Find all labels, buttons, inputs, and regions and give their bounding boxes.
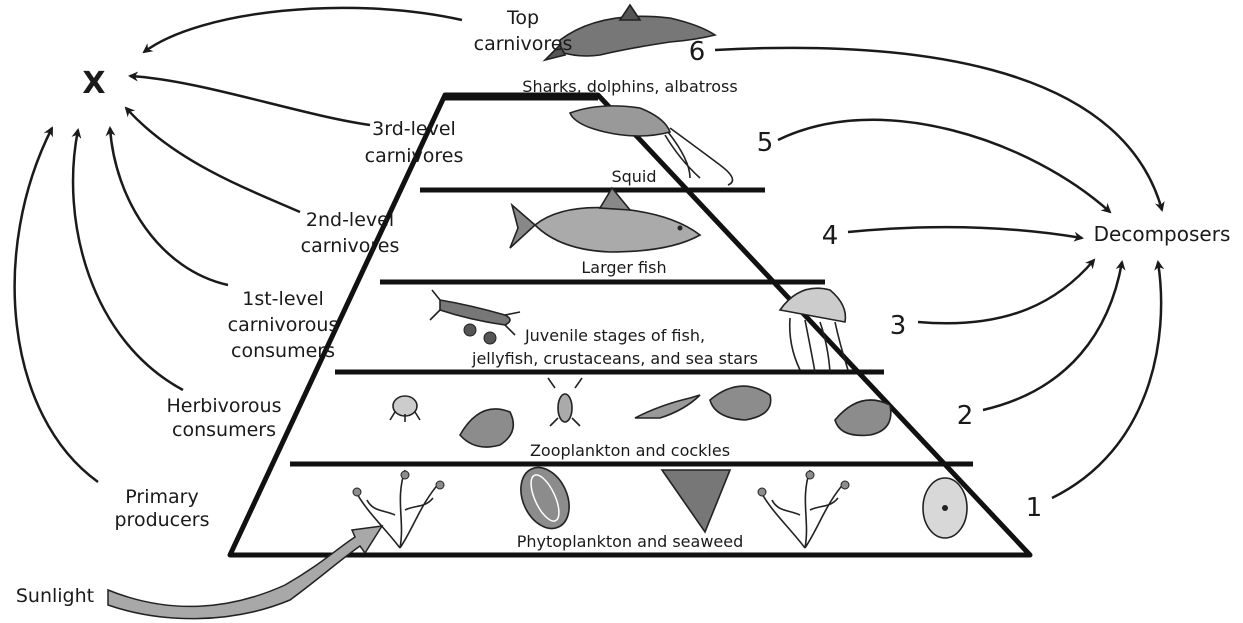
decomposers-label: Decomposers (1094, 222, 1231, 246)
arrow-icon (130, 76, 370, 125)
arrow-icon (110, 128, 228, 285)
arrow-icon (848, 227, 1082, 238)
level-number-6: 6 (689, 37, 706, 67)
tier-label-2: Zooplankton and cockles (530, 441, 730, 460)
side-label-5-line-2: carnivores (365, 145, 464, 167)
arrow-icon (715, 48, 1162, 210)
level-number-1: 1 (1026, 493, 1043, 523)
level-number-5: 5 (757, 128, 774, 158)
side-label-3-line-2: carnivorous (228, 314, 339, 336)
side-label-2-line-1: Herbivorous (167, 395, 282, 417)
x-label: X (82, 66, 105, 101)
side-label-1-line-2: producers (114, 509, 209, 531)
arrow-icon (144, 8, 462, 52)
level-number-3: 3 (890, 311, 907, 341)
arrow-icon (73, 130, 183, 390)
tier-label-5: Squid (611, 167, 656, 186)
tier-label-3-line-2: jellyfish, crustaceans, and sea stars (471, 349, 758, 368)
pyramid (230, 95, 1030, 555)
side-label-3-line-3: consumers (231, 340, 335, 362)
tier-label-6: Sharks, dolphins, albatross (522, 77, 737, 96)
arrow-icon (918, 260, 1094, 323)
side-label-6-line-2: carnivores (474, 33, 573, 55)
arrow-icon (1052, 262, 1161, 498)
side-label-5-line-1: 3rd-level (372, 118, 456, 140)
side-label-4-line-1: 2nd-level (306, 209, 394, 231)
diatom-icon (923, 478, 967, 538)
side-label-4-line-2: carnivores (301, 235, 400, 257)
arrow-icon (15, 128, 98, 482)
side-label-6-line-1: Top (506, 7, 539, 29)
arrow-icon (778, 120, 1110, 212)
tier-label-3-line-1: Juvenile stages of fish, (524, 326, 705, 345)
side-label-3-line-1: 1st-level (242, 288, 323, 310)
arrow-icon (983, 262, 1122, 410)
tier-label-4: Larger fish (581, 258, 666, 277)
side-label-2-line-2: consumers (172, 419, 276, 441)
level-number-2: 2 (957, 401, 974, 431)
tier-label-1: Phytoplankton and seaweed (517, 532, 744, 551)
sunlight-label: Sunlight (16, 585, 94, 607)
side-label-1-line-1: Primary (125, 486, 198, 508)
pyramid-outline (230, 95, 1030, 555)
level-number-4: 4 (822, 221, 839, 251)
arrow-icon (126, 108, 300, 212)
